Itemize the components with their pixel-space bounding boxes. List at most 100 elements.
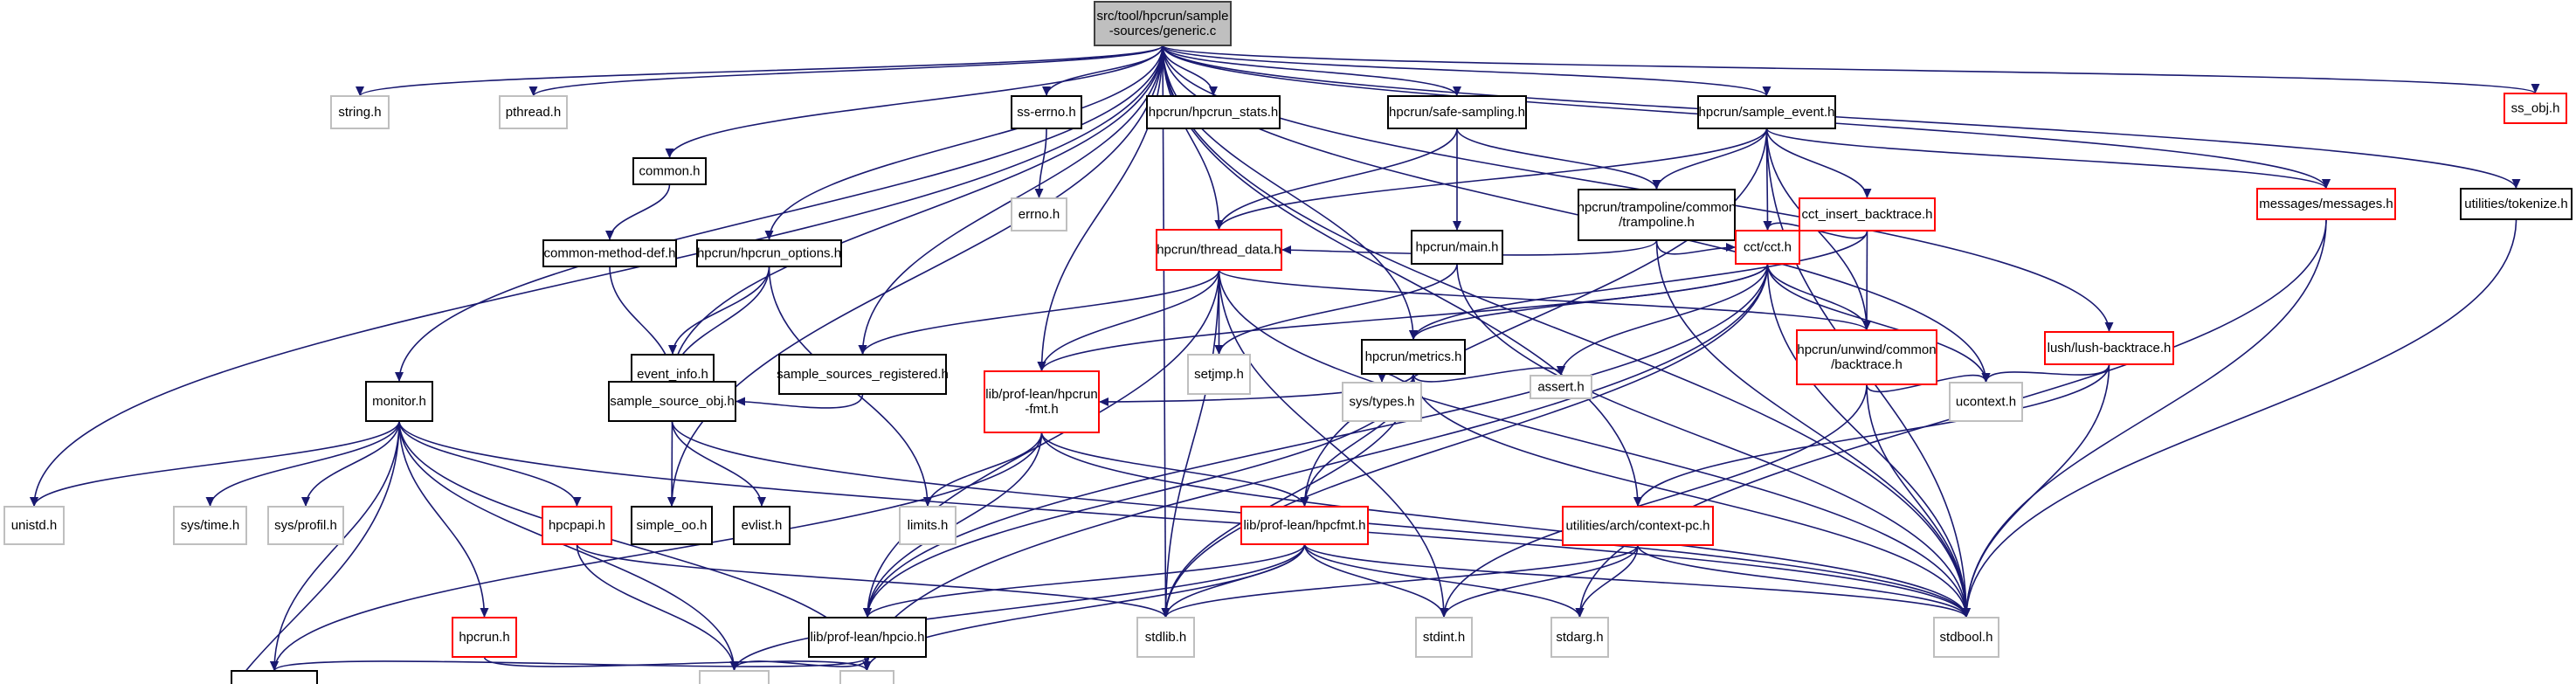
node-label: unistd.h — [11, 518, 58, 533]
node-hpcrun-fmt[interactable]: lib/prof-lean/hpcrun-fmt.h — [984, 370, 1100, 433]
node-safesampling[interactable]: hpcrun/safe-sampling.h — [1387, 95, 1527, 129]
node-label: hpcrun/metrics.h — [1365, 349, 1462, 364]
node-label: sample_source_obj.h — [610, 394, 735, 409]
node-pthread[interactable]: pthread.h — [499, 95, 568, 129]
node-hpcrun-h[interactable]: hpcrun.h — [452, 617, 517, 658]
node-string[interactable]: string.h — [330, 95, 390, 129]
edge-cct-to-hpcio — [867, 263, 1769, 618]
node-label: messages/messages.h — [2259, 197, 2393, 211]
node-simple-oo[interactable]: simple_oo.h — [631, 506, 713, 545]
node-ss-obj-h[interactable]: sample_source_obj.h — [608, 381, 736, 422]
node-hpcrun-stats[interactable]: hpcrun/hpcrun_stats.h — [1146, 95, 1281, 129]
arrowhead — [1409, 330, 1418, 340]
node-sample-event[interactable]: hpcrun/sample_event.h — [1697, 95, 1836, 129]
arrowhead — [729, 661, 739, 671]
edge-monitor-to-unistd — [33, 420, 400, 508]
node-assert[interactable]: assert.h — [1530, 375, 1592, 399]
node-evlist[interactable]: evlist.h — [733, 506, 791, 545]
edge-cct-to-stdbool — [1766, 263, 1967, 618]
node-stdarg[interactable]: stdarg.h — [1550, 617, 1609, 658]
node-setjmp[interactable]: setjmp.h — [1187, 354, 1251, 395]
edge-root-to-unistd — [33, 45, 1164, 508]
node-box — [1387, 95, 1527, 129]
node-trampoline[interactable]: hpcrun/trampoline/common/trampoline.h — [1578, 189, 1737, 241]
arrowhead — [1378, 373, 1386, 383]
node-label: monitor.h — [372, 394, 426, 409]
node-label: lush/lush-backtrace.h — [2048, 341, 2172, 356]
arrowhead — [668, 345, 677, 355]
node-systypes[interactable]: sys/types.h — [1342, 382, 1422, 422]
node-box — [1094, 1, 1232, 46]
edge-safesampling-to-trampoline — [1456, 128, 1658, 190]
node-common[interactable]: common.h — [632, 157, 707, 185]
node-ss-obj[interactable]: ss_obj.h — [2503, 93, 2567, 124]
node-box — [499, 95, 568, 129]
node-unwind-bt[interactable]: hpcrun/unwind/common/backtrace.h — [1796, 329, 1937, 385]
arrowhead — [605, 231, 614, 240]
edge-root-to-simple-oo — [671, 45, 1164, 508]
node-hpcio[interactable]: lib/prof-lean/hpcio.h — [808, 617, 927, 658]
node-sserrno[interactable]: ss-errno.h — [1011, 95, 1082, 129]
node-ucontext[interactable]: ucontext.h — [1949, 382, 2023, 422]
edge-hpcrun-fmt-to-stdbool — [1040, 432, 1967, 618]
node-stdio[interactable]: stdio.h — [839, 670, 894, 684]
node-thread-data[interactable]: hpcrun/thread_data.h — [1156, 229, 1282, 271]
arrowhead — [1862, 321, 1871, 330]
node-box — [1011, 95, 1082, 129]
edge-root-to-stdlib — [1162, 45, 1167, 618]
node-root[interactable]: src/tool/hpcrun/sample-sources/generic.c — [1094, 1, 1232, 46]
node-common-method[interactable]: common-method-def.h — [542, 239, 677, 267]
node-messages[interactable]: messages/messages.h — [2256, 188, 2396, 220]
node-box — [1949, 382, 2023, 422]
node-box — [2256, 188, 2396, 220]
node-main[interactable]: hpcrun/main.h — [1411, 230, 1503, 265]
node-monitor[interactable]: monitor.h — [365, 381, 433, 422]
node-box — [542, 239, 677, 267]
node-hpcrun-options[interactable]: hpcrun/hpcrun_options.h — [696, 239, 842, 267]
arrowhead — [270, 661, 279, 671]
node-systime[interactable]: sys/time.h — [173, 506, 247, 545]
edge-root-to-sample-event — [1162, 45, 1768, 97]
node-tokenize[interactable]: utilities/tokenize.h — [2460, 188, 2573, 220]
node-box — [173, 506, 247, 545]
node-label: hpcrun/main.h — [1415, 240, 1498, 255]
edge-hpcpapi-to-inttypes — [576, 543, 736, 672]
node-hpcpapi[interactable]: hpcpapi.h — [542, 506, 612, 545]
node-metrics[interactable]: hpcrun/metrics.h — [1361, 339, 1466, 375]
arrowhead — [1633, 497, 1642, 507]
node-label: /trampoline.h — [1619, 215, 1695, 230]
node-stdint[interactable]: stdint.h — [1415, 617, 1473, 658]
node-lush[interactable]: lush/lush-backtrace.h — [2044, 331, 2174, 365]
arrowhead — [1099, 397, 1108, 406]
node-box — [1156, 229, 1282, 271]
node-box — [899, 506, 957, 545]
node-ss-registered[interactable]: sample_sources_registered.h — [777, 354, 949, 395]
arrowhead — [356, 86, 364, 96]
edge-metrics-to-stdbool — [1412, 373, 1967, 618]
node-stdlib[interactable]: stdlib.h — [1136, 617, 1195, 658]
node-cct[interactable]: cct/cct.h — [1735, 230, 1800, 265]
node-inttypes[interactable]: inttypes.h — [699, 670, 770, 684]
node-errno[interactable]: errno.h — [1011, 197, 1067, 231]
node-uint[interactable]: include/uint.h — [231, 670, 318, 684]
node-limits[interactable]: limits.h — [899, 506, 957, 545]
arrowhead — [572, 497, 582, 507]
node-hpcfmt[interactable]: lib/prof-lean/hpcfmt.h — [1240, 506, 1369, 545]
edge-ss-obj-h-to-evlist — [671, 420, 763, 508]
node-context-pc[interactable]: utilities/arch/context-pc.h — [1562, 506, 1714, 546]
edge-thread-data-to-hpcio — [867, 269, 1220, 618]
node-label: errno.h — [1019, 207, 1060, 222]
node-stdbool[interactable]: stdbool.h — [1933, 617, 1999, 658]
edge-root-to-tokenize — [1162, 45, 2517, 190]
node-label: cct/cct.h — [1744, 240, 1792, 255]
arrowhead — [1214, 220, 1224, 230]
edge-root-to-hpcrun-options — [768, 45, 1164, 241]
node-label: assert.h — [1537, 380, 1584, 395]
node-box — [1562, 506, 1714, 546]
node-unistd[interactable]: unistd.h — [3, 506, 65, 545]
edge-cct-to-ucontext — [1766, 263, 1987, 383]
node-box — [1933, 617, 1999, 658]
node-cct-insert[interactable]: cct_insert_backtrace.h — [1799, 197, 1936, 231]
arrowhead — [757, 497, 766, 507]
node-sysprofil[interactable]: sys/profil.h — [267, 506, 344, 545]
